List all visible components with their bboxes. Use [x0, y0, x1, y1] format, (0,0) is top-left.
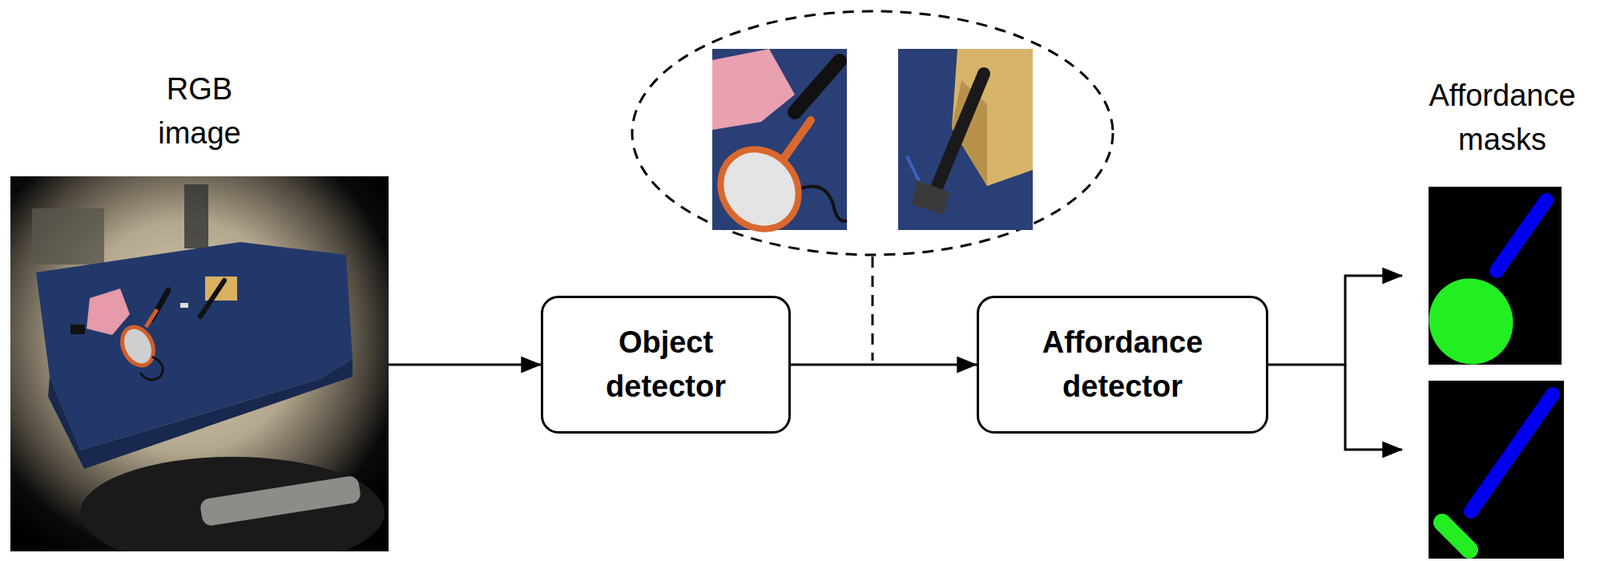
- table-front: [48, 358, 353, 469]
- process-box: Affordance detector: [976, 295, 1269, 434]
- keyboard: [199, 475, 363, 528]
- rgb-photo: [10, 176, 389, 552]
- mask-ground: [1428, 380, 1564, 559]
- hammer: [200, 280, 225, 317]
- node-label: Object detector: [593, 320, 738, 409]
- connector-line: [388, 363, 541, 367]
- mask-racket: [1413, 186, 1562, 380]
- connector-line: [1345, 364, 1403, 450]
- racket-handle: [145, 309, 158, 327]
- connector-arrow: [388, 364, 541, 366]
- dashed-ellipse: [632, 11, 1113, 255]
- racket-crop: [704, 48, 847, 245]
- stand: [184, 184, 209, 249]
- racket: [116, 322, 160, 371]
- connector-arrow: [1268, 275, 1403, 450]
- crop-ground: [898, 48, 1033, 230]
- shelf: [32, 208, 105, 265]
- mask-blue: [1496, 200, 1547, 271]
- image-panel: RGB image: [10, 62, 389, 552]
- connector-line: [1268, 275, 1403, 365]
- process-box: Object detector: [540, 295, 791, 434]
- node-label: RGB image: [147, 67, 252, 156]
- connector-line: [790, 363, 977, 367]
- node-label: Affordance masks: [1418, 73, 1587, 162]
- flashlight: [794, 60, 840, 113]
- mask-hammer: [1428, 380, 1564, 559]
- cable: [801, 186, 847, 222]
- charger: [70, 324, 85, 335]
- connector-arrow: [790, 364, 977, 366]
- mask-blue: [1471, 394, 1553, 512]
- image-panel: Affordance masks: [1402, 68, 1600, 560]
- racket: [704, 133, 815, 246]
- pink-bag: [712, 48, 795, 130]
- cable: [140, 356, 163, 380]
- hammer-crop: [898, 48, 1033, 230]
- racket-handle: [783, 120, 811, 159]
- hammer-handle: [937, 73, 984, 186]
- small-part: [180, 302, 189, 308]
- mask-green: [1442, 522, 1470, 550]
- robot-base: [80, 456, 385, 552]
- pink-bag: [86, 288, 130, 335]
- hammer-head: [911, 180, 950, 215]
- node-label: Affordance detector: [1030, 320, 1215, 409]
- dashed-leader: [871, 256, 875, 361]
- mask-green: [1413, 262, 1529, 380]
